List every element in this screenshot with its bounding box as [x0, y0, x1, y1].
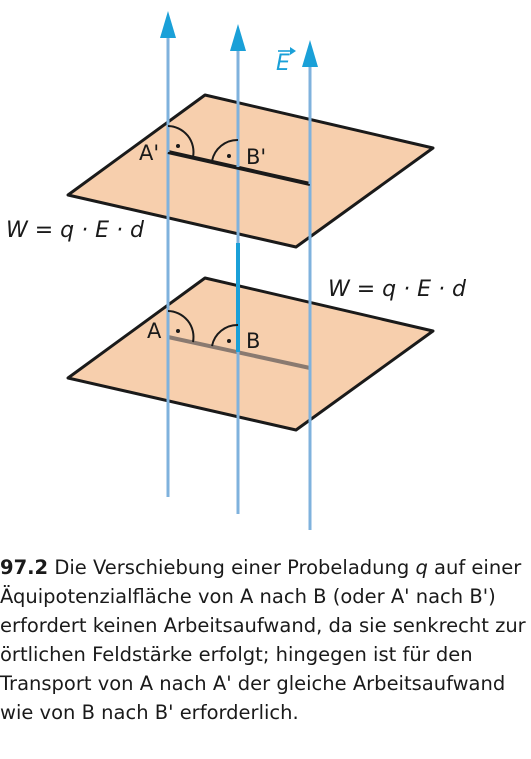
arrow-head-middle-icon	[230, 24, 246, 51]
right-angle-marker-a-prime	[167, 125, 195, 158]
right-angle-marker-a	[167, 310, 195, 343]
label-b-prime: B'	[246, 145, 266, 169]
figure-caption: 97.2 Die Verschiebung einer Probeladung …	[0, 553, 528, 727]
right-angle-dot-a-prime	[176, 144, 180, 148]
caption-text-rest: auf einer Äquipotenzialfläche von A nach…	[0, 556, 526, 724]
right-angle-dot-a	[176, 329, 180, 333]
right-angle-dot-b	[227, 339, 231, 343]
caption-number: 97.2	[0, 556, 49, 579]
label-field-vector: E	[276, 51, 290, 76]
right-angle-marker-b-prime	[211, 138, 239, 162]
label-a: A	[147, 319, 162, 343]
right-angle-marker-b	[211, 323, 239, 347]
vector-arrow-icon	[278, 47, 296, 55]
equipotential-diagram: A' B' A B E W = q · E · d W = q · E · d	[6, 11, 467, 530]
arrow-head-left-icon	[160, 11, 176, 38]
arrow-head-right-icon	[302, 40, 318, 67]
label-b: B	[246, 329, 260, 353]
formula-work-left: W = q · E · d	[6, 218, 145, 243]
caption-variable-q: q	[415, 556, 428, 579]
segment-a-prime-b-prime	[167, 150, 311, 186]
label-a-prime: A'	[139, 141, 159, 165]
caption-text-start: Die Verschiebung einer Probeladung	[48, 556, 416, 579]
right-angle-dot-b-prime	[227, 154, 231, 158]
formula-work-right: W = q · E · d	[328, 277, 467, 302]
